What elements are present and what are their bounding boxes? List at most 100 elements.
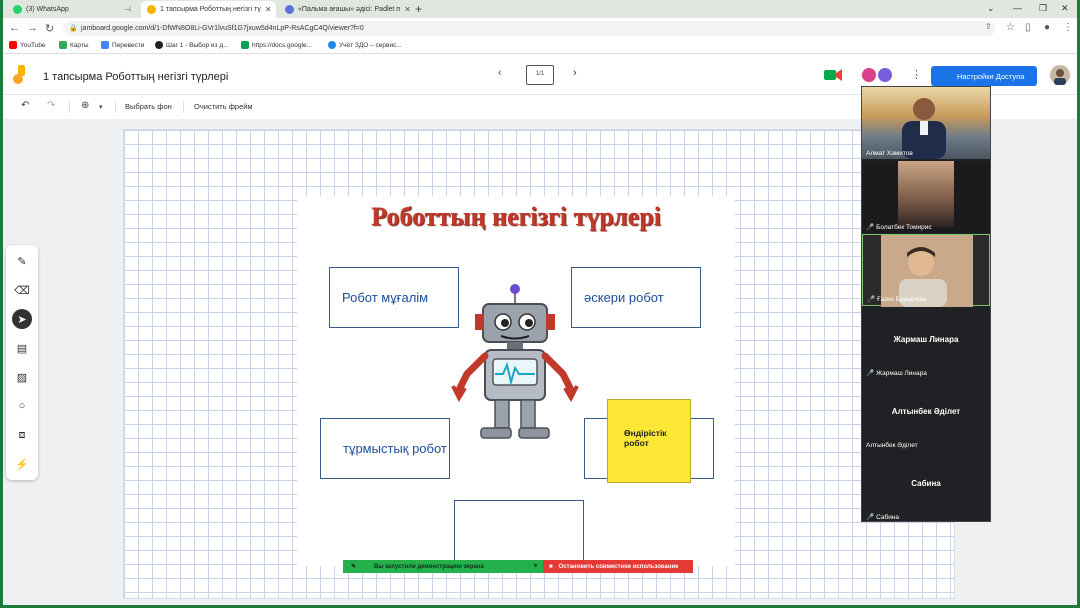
screen-share-status: ✎ Вы запустили демонстрацию экрана ⏸	[343, 560, 543, 573]
desktop-border	[0, 605, 1080, 608]
url-field[interactable]: 🔒 jamboard.google.com/d/1-DfWN8O8Li-GVr1…	[63, 21, 995, 36]
zoom-icon[interactable]: ⊕	[81, 100, 90, 111]
sticky-note[interactable]: Өндірістік робот	[607, 399, 691, 483]
restore-icon[interactable]: ❐	[1039, 3, 1048, 13]
pen-icon[interactable]: ✎	[17, 255, 27, 268]
profile-icon[interactable]: ●	[1044, 22, 1051, 33]
participant-video	[902, 98, 946, 159]
stop-icon: ■	[549, 563, 553, 570]
bookmark-youtube[interactable]: YouTube	[9, 41, 46, 49]
toolbar-divider	[69, 101, 70, 113]
participant-name: Алтынбек Әділет	[866, 442, 918, 449]
screen-share-banner: ✎ Вы запустили демонстрацию экрана ⏸ ■ О…	[343, 560, 693, 573]
zoom-dropdown-icon[interactable]: ▾	[99, 104, 103, 111]
robot-illustration	[451, 284, 579, 439]
slide-title: Роботтың негізгі түрлері	[371, 202, 661, 231]
document-title[interactable]: 1 тапсырма Роботтың негізгі түрлері	[43, 71, 229, 83]
user-avatar-icon	[1054, 69, 1066, 85]
participant-tile[interactable]: 🎤Болатбек Томирис	[862, 161, 990, 233]
jamboard-tab-icon	[147, 5, 156, 14]
tool-palette: ✎ ⌫ ➤ ▤ ▨ ○ ⧈ ⚡	[6, 245, 38, 480]
jamboard-logo[interactable]	[13, 65, 27, 85]
participant-tile[interactable]: Жармаш Линара 🎤Жармаш Линара	[862, 307, 990, 379]
bookmarks-bar: YouTube Карты Перевести Шаг 1 - Выбор из…	[3, 39, 1077, 54]
box-empty-bottom	[454, 500, 584, 566]
participant-tile[interactable]: Алтынбек Әділет Алтынбек Әділет	[862, 379, 990, 451]
back-icon[interactable]: ←	[9, 22, 20, 34]
redo-icon[interactable]: ↷	[47, 100, 56, 111]
bookmark-translate[interactable]: Перевести	[101, 41, 144, 49]
mic-off-icon: 🎤	[866, 224, 875, 231]
next-frame-icon[interactable]: ›	[573, 67, 577, 79]
docs-icon	[241, 41, 249, 49]
tab-whatsapp[interactable]: (3) WhatsApp ⊣	[7, 1, 137, 18]
tab-strip: (3) WhatsApp ⊣ 1 тапсырма Роботтың негіз…	[3, 0, 1077, 18]
bookmark-maps[interactable]: Карты	[59, 41, 89, 49]
image-icon[interactable]: ▨	[16, 371, 28, 384]
close-icon[interactable]: ✕	[264, 5, 272, 14]
circle-shape-icon[interactable]: ○	[18, 400, 26, 412]
jamboard-toolbar: ↶ ↷ ⊕ ▾ Выбрать фон Очистить фрейм	[3, 96, 1077, 118]
chevron-down-icon[interactable]: ⌄	[987, 3, 995, 13]
mic-off-icon: 🎤	[866, 370, 875, 377]
toolbar-divider	[115, 101, 116, 113]
menu-dots-icon[interactable]: ⋮	[1063, 22, 1073, 33]
sticky-note-icon[interactable]: ▤	[16, 342, 28, 355]
new-tab-button[interactable]: +	[415, 2, 423, 16]
mic-off-icon: 🎤	[866, 514, 875, 521]
previous-frame-icon[interactable]: ‹	[498, 67, 502, 79]
select-arrow-icon[interactable]: ➤	[12, 309, 32, 329]
participant-video	[881, 235, 973, 307]
address-bar-row: ← → ↻ 🔒 jamboard.google.com/d/1-DfWN8O8L…	[3, 18, 1077, 39]
close-window-icon[interactable]: ✕	[1061, 3, 1069, 13]
browser-window: (3) WhatsApp ⊣ 1 тапсырма Роботтың негіз…	[3, 0, 1077, 605]
meet-icon[interactable]	[823, 68, 843, 82]
slide-image: Роботтың негізгі түрлері Робот мұғалім ә…	[297, 196, 735, 566]
set-background-button[interactable]: Выбрать фон	[125, 102, 172, 111]
participant-name: Алмат Хамитов	[866, 150, 913, 157]
participant-name: 🎤Болатбек Томирис	[866, 224, 932, 231]
participant-tile[interactable]: Сабина 🎤Сабина	[862, 451, 990, 523]
call-controls-icon[interactable]	[860, 67, 896, 83]
youtube-icon	[9, 41, 17, 49]
bookmark-star-icon[interactable]: ☆	[1006, 22, 1015, 33]
stop-sharing-button[interactable]: ■ Остановить совместное использование	[543, 560, 693, 573]
participant-video	[898, 161, 954, 227]
translate-icon	[101, 41, 109, 49]
bookmark-docs[interactable]: https://docs.google...	[241, 41, 312, 49]
frame-bar-button[interactable]: 1/1	[526, 65, 554, 85]
pause-icon[interactable]: ⏸	[533, 563, 537, 569]
participant-name: 🎤Жармаш Линара	[866, 370, 927, 377]
participant-tile[interactable]: Алмат Хамитов	[862, 87, 990, 159]
maps-icon	[59, 41, 67, 49]
share-page-icon[interactable]: ⇪	[985, 22, 992, 31]
minimize-icon[interactable]: —	[1013, 3, 1022, 13]
reload-icon[interactable]: ↻	[45, 23, 55, 35]
tab-padlet[interactable]: «Пальма ағашы» әдісі: Padlet п ✕	[279, 1, 411, 18]
avatar[interactable]	[1050, 65, 1070, 85]
eraser-icon[interactable]: ⌫	[14, 284, 30, 297]
undo-icon[interactable]: ↶	[21, 100, 30, 111]
mic-off-icon: 🎤	[867, 296, 876, 303]
bookmark-uchet[interactable]: Учёт ЗДО – сервис...	[328, 41, 402, 49]
participant-name: 🎤Ғазиз Бауыржан	[867, 296, 927, 303]
pin-icon: ⊣	[124, 5, 131, 14]
participant-big-name: Алтынбек Әділет	[891, 407, 961, 416]
box-teacher-robot: Робот мұғалім	[329, 267, 459, 328]
text-box-icon[interactable]: ⧈	[18, 428, 26, 441]
participant-name: 🎤Сабина	[866, 514, 900, 521]
clear-frame-button[interactable]: Очистить фрейм	[194, 102, 253, 111]
tab-jamboard[interactable]: 1 тапсырма Роботтың негізгі тү ✕	[141, 1, 276, 18]
person-add-icon: 👤	[943, 71, 953, 81]
sidebar-icon[interactable]: ▯	[1025, 22, 1031, 33]
bookmark-step1[interactable]: Шаг 1 - Выбор из д...	[155, 41, 229, 49]
more-options-icon[interactable]: ⋮	[911, 69, 922, 81]
forward-icon[interactable]: →	[27, 22, 38, 34]
box-household-robot: тұрмыстық робот	[320, 418, 450, 479]
laser-icon[interactable]: ⚡	[15, 458, 29, 471]
participant-big-name: Жармаш Линара	[893, 335, 959, 344]
participant-tile[interactable]: 🎤Ғазиз Бауыржан	[862, 234, 990, 307]
share-access-button[interactable]: 👤 Настройки Доступа	[931, 66, 1037, 86]
close-icon[interactable]: ✕	[404, 5, 411, 14]
participants-panel: Алмат Хамитов 🎤Болатбек Томирис 🎤Ғазиз Б…	[861, 86, 991, 522]
